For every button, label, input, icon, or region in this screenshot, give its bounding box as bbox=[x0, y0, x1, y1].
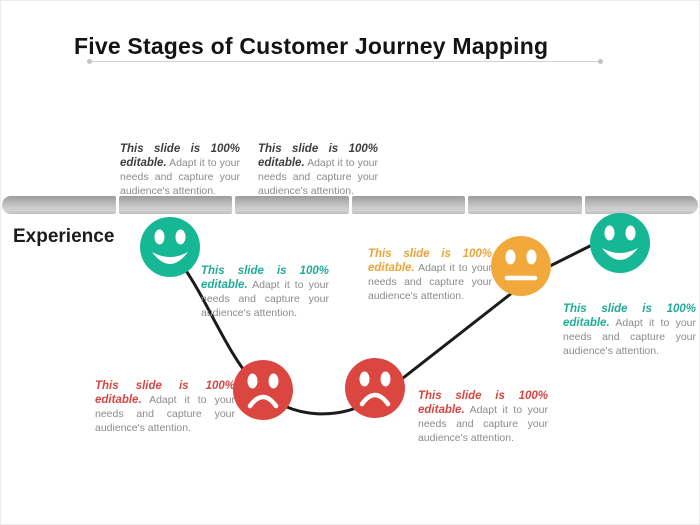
callout-body: Adapt it to your needs and capture your … bbox=[563, 316, 696, 357]
callout-lead: This slide is 100% editable. bbox=[368, 247, 492, 274]
callout-red-right: This slide is 100% editable. Adapt it to… bbox=[418, 389, 548, 445]
callout-top-1: This slide is 100% editable. Adapt it to… bbox=[120, 142, 240, 198]
happy-face-icon bbox=[590, 213, 650, 273]
callout-body: Adapt it to your needs and capture your … bbox=[201, 278, 329, 319]
timeline-segment bbox=[468, 196, 582, 214]
callout-body: Adapt it to your needs and capture your … bbox=[95, 393, 235, 434]
callout-lead: This slide is 100% editable. bbox=[563, 302, 696, 329]
neutral-face-icon bbox=[491, 236, 551, 296]
timeline-segment bbox=[2, 196, 116, 214]
slide-title: Five Stages of Customer Journey Mapping bbox=[74, 33, 549, 60]
callout-body: Adapt it to your needs and capture your … bbox=[418, 403, 548, 444]
callout-lead: This slide is 100% editable. bbox=[418, 389, 548, 416]
timeline-segment bbox=[351, 196, 465, 214]
happy-face-icon bbox=[140, 217, 200, 277]
callout-red-left: This slide is 100% editable. Adapt it to… bbox=[95, 379, 235, 435]
callout-lead: This slide is 100% editable. bbox=[258, 142, 378, 169]
callout-body: Adapt it to your needs and capture your … bbox=[368, 261, 492, 302]
sad-face-icon bbox=[233, 360, 293, 420]
callout-body: Adapt it to your needs and capture your … bbox=[258, 156, 378, 197]
callout-body: Adapt it to your needs and capture your … bbox=[120, 156, 240, 197]
callout-teal-right: This slide is 100% editable. Adapt it to… bbox=[563, 302, 696, 358]
callout-lead: This slide is 100% editable. bbox=[201, 264, 329, 291]
callout-teal-left: This slide is 100% editable. Adapt it to… bbox=[201, 264, 329, 320]
experience-axis-label: Experience bbox=[13, 226, 115, 247]
timeline-segment bbox=[118, 196, 232, 214]
callout-top-2: This slide is 100% editable. Adapt it to… bbox=[258, 142, 378, 198]
timeline-segment bbox=[584, 196, 698, 214]
timeline-segment bbox=[235, 196, 349, 214]
callout-lead: This slide is 100% editable. bbox=[120, 142, 240, 169]
callout-lead: This slide is 100% editable. bbox=[95, 379, 235, 406]
callout-orange: This slide is 100% editable. Adapt it to… bbox=[368, 247, 492, 303]
title-underline bbox=[87, 59, 603, 64]
sad-face-icon bbox=[345, 358, 405, 418]
timeline-bar bbox=[2, 196, 698, 214]
